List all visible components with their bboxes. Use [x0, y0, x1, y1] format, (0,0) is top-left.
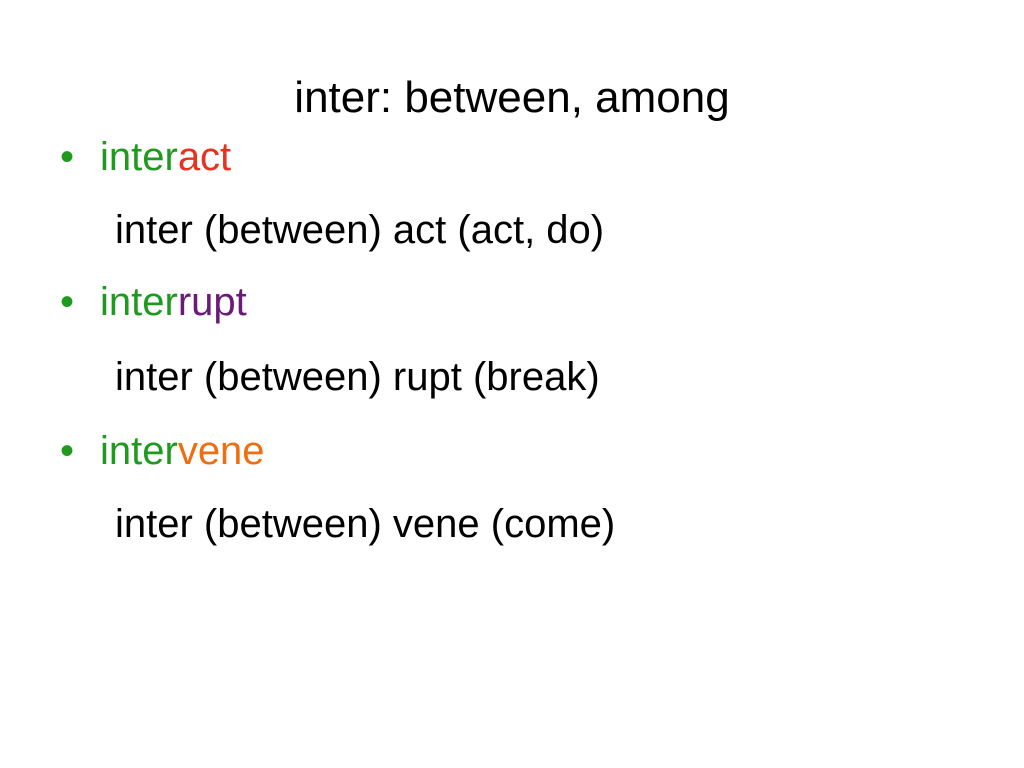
word-prefix: inter — [100, 280, 178, 324]
bullet-item-interrupt: • interrupt — [60, 278, 247, 326]
bullet-explanation-interact: inter (between) act (act, do) — [115, 208, 605, 252]
bullet-icon: • — [60, 280, 75, 324]
word-root: act — [177, 135, 232, 179]
slide-title: inter: between, among — [294, 73, 730, 122]
bullet-icon: • — [60, 135, 75, 179]
word-root: vene — [177, 429, 265, 473]
word-prefix: inter — [100, 429, 178, 473]
bullet-icon: • — [60, 429, 75, 473]
word-root: rupt — [177, 280, 247, 324]
word-prefix: inter — [100, 135, 178, 179]
bullet-item-intervene: • intervene — [60, 427, 265, 475]
bullet-explanation-intervene: inter (between) vene (come) — [115, 502, 616, 546]
bullet-item-interact: • interact — [60, 133, 231, 181]
bullet-explanation-interrupt: inter (between) rupt (break) — [115, 355, 600, 399]
